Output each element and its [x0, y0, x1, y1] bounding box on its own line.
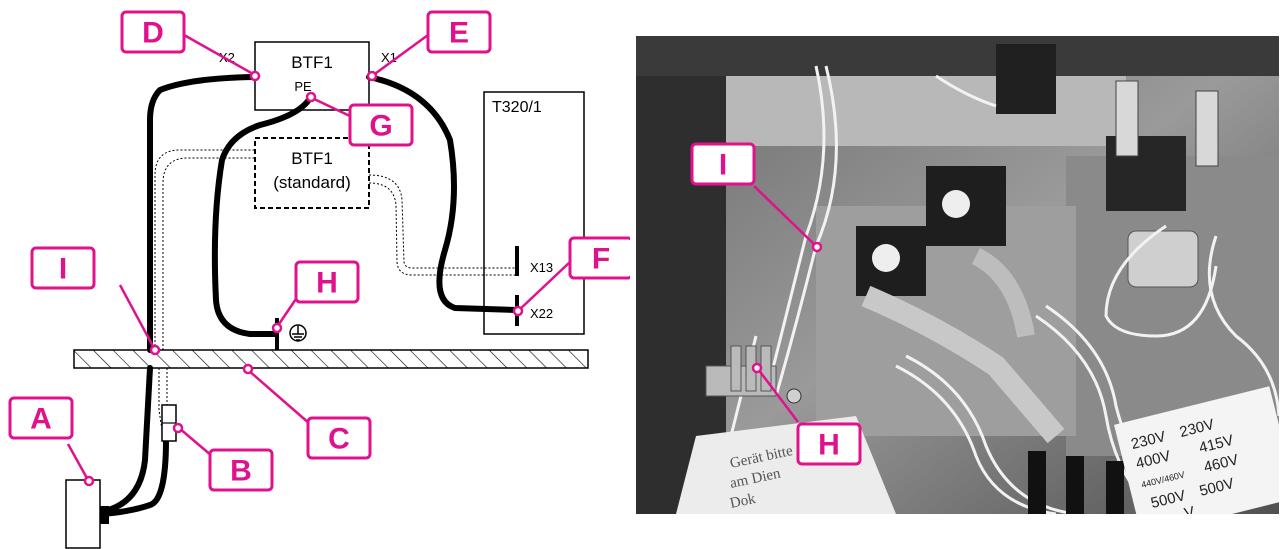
svg-text:I: I [59, 253, 67, 286]
callout-e: E [426, 10, 492, 54]
chassis-top [636, 36, 1279, 76]
callout-d: D [120, 10, 186, 54]
sub-d-connector-2 [1195, 90, 1219, 167]
callout-a: A [8, 396, 74, 440]
svg-text:F: F [592, 243, 610, 276]
svg-text:B: B [230, 455, 252, 488]
sub-d-connector-1 [1115, 80, 1139, 157]
sub-d-plug [1127, 230, 1199, 288]
svg-text:D: D [142, 17, 164, 50]
btf1-label: BTF1 [291, 53, 333, 72]
leader-dots [83, 70, 524, 487]
callout-h: H [294, 260, 360, 304]
callout-f: F [568, 236, 630, 280]
callout-b: B [208, 448, 274, 492]
photo-leader-i [753, 185, 817, 247]
x13-label: X13 [530, 260, 553, 275]
callout-c: C [306, 416, 372, 460]
base-plate [73, 349, 589, 369]
capacitors [1028, 451, 1124, 514]
voltage-label: 230V 230V 400V 415V 440V/460V 460V 500V … [1114, 386, 1279, 514]
transformer-top [996, 44, 1056, 114]
panel-top [726, 76, 1126, 146]
pe-label: PE [294, 79, 312, 94]
ground-screw [786, 388, 802, 404]
wiring-diagram: BTF1 PE X2 X1 BTF1 (standard) T320/1 X13… [8, 10, 630, 549]
ribbon-cable [861, 285, 1065, 444]
svg-text:E: E [449, 17, 469, 50]
svg-text:C: C [328, 423, 350, 456]
equipment-photo: Gerät bitte am Dien Dok 230V 230V 400V 4… [636, 36, 1279, 514]
t320-box [483, 91, 585, 335]
callout-g: G [348, 103, 414, 147]
t320-label: T320/1 [492, 99, 542, 116]
photo-callout-h: H [796, 422, 862, 466]
earth-ground-icon [289, 324, 307, 342]
voltage-v: V [1183, 503, 1197, 514]
svg-text:I: I [719, 149, 727, 182]
callout-i: I [30, 246, 96, 290]
btf1-standard-sublabel: (standard) [273, 173, 350, 192]
paper-note-line3: Dok [729, 491, 758, 512]
svg-text:A: A [30, 403, 52, 436]
device-a [65, 479, 101, 549]
device-a-connector [100, 506, 109, 524]
svg-text:H: H [818, 429, 840, 462]
main-cable [97, 74, 520, 517]
photo-leader-h [757, 368, 799, 423]
leader-lines [66, 33, 571, 481]
svg-text:G: G [369, 110, 392, 143]
svg-text:H: H [316, 267, 338, 300]
x22-label: X22 [530, 306, 553, 321]
btf1-standard-box [254, 137, 370, 209]
btf1-standard-label: BTF1 [291, 149, 333, 168]
photo-callout-i: I [690, 142, 756, 186]
